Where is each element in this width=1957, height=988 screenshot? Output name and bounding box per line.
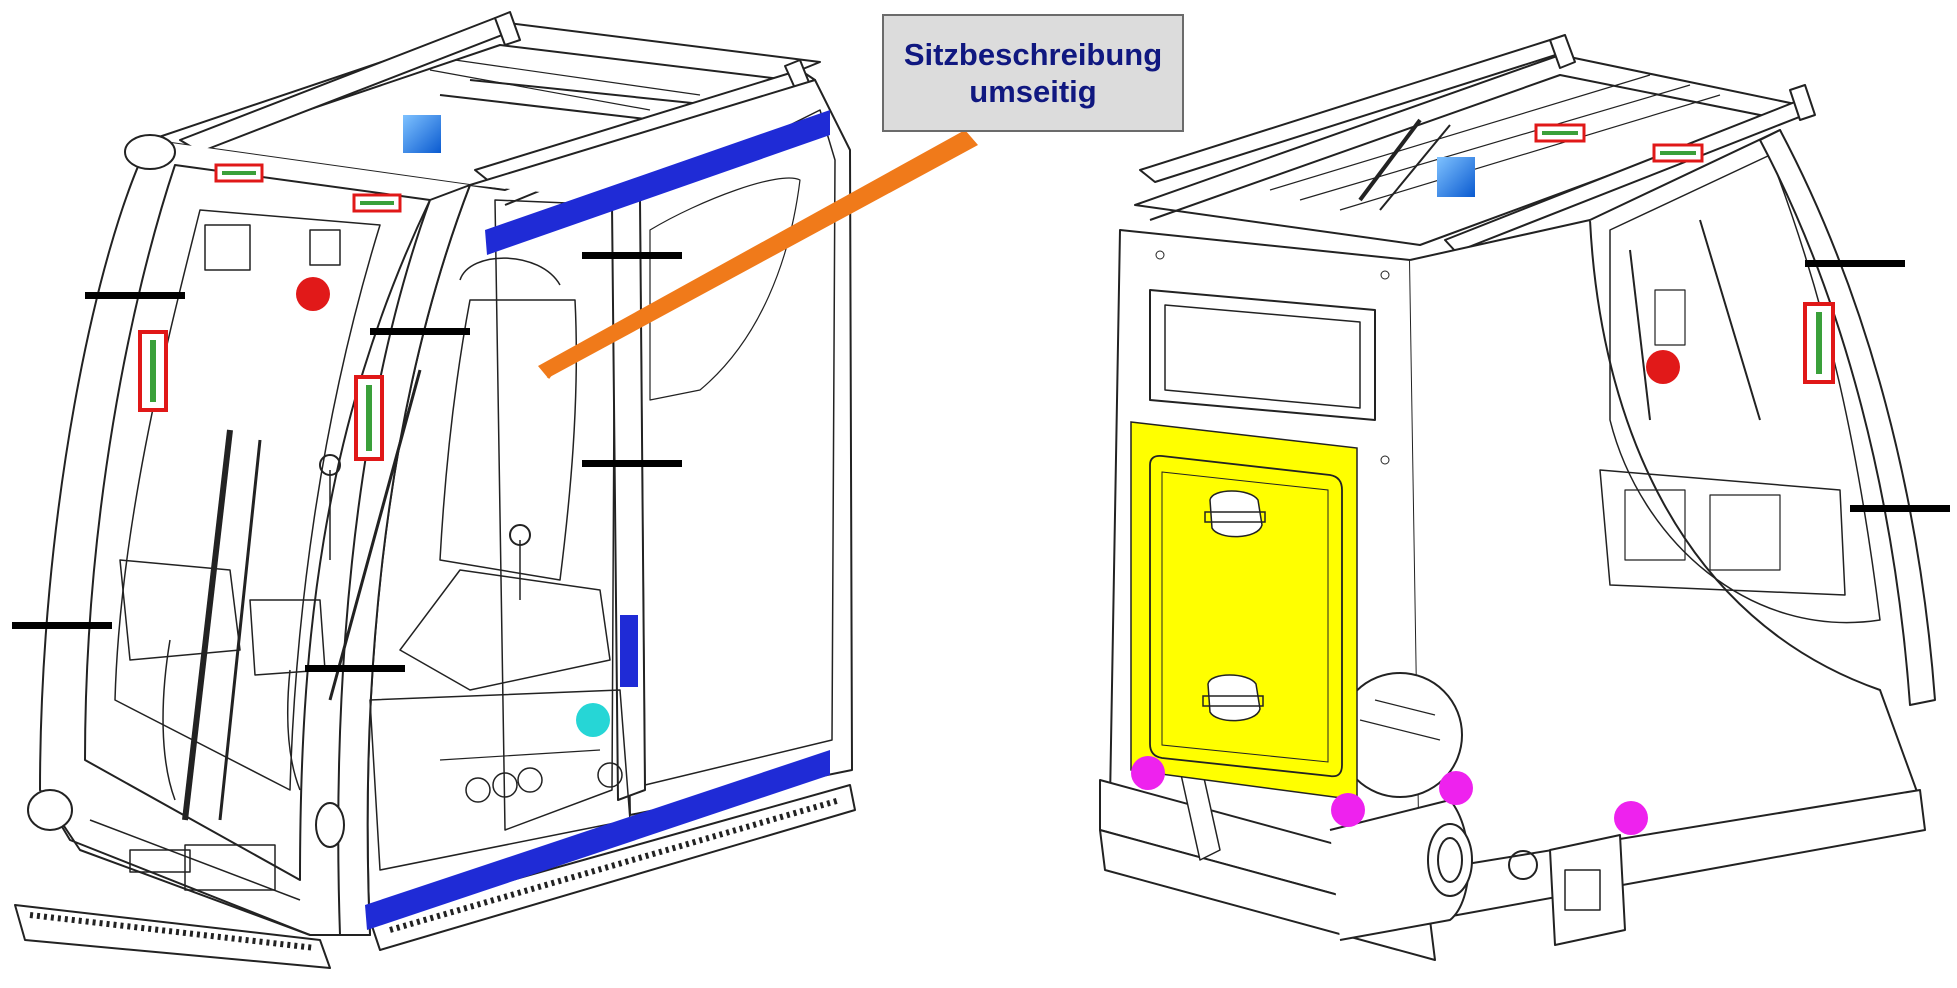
magenta-dot-marker (1331, 793, 1365, 827)
rear-panel-highlight (1130, 421, 1358, 801)
warning-label-horizontal (352, 193, 402, 213)
blue-strip-sill (365, 750, 830, 930)
red-dot-marker (1646, 350, 1680, 384)
magenta-dot-marker (1131, 756, 1165, 790)
label-line (1850, 505, 1950, 512)
warning-label-horizontal (1652, 143, 1704, 163)
label-line (85, 292, 185, 299)
warning-label-horizontal (1534, 123, 1586, 143)
cyan-dot-marker (576, 703, 610, 737)
magenta-dot-marker (1439, 771, 1473, 805)
warning-label-vertical (1803, 302, 1835, 384)
blue-square-marker (403, 115, 441, 153)
blue-strip-door-post (620, 615, 638, 687)
right-cab-highlights (1130, 123, 1950, 835)
red-dot-marker (296, 277, 330, 311)
warning-label-vertical (138, 330, 168, 412)
label-line (582, 460, 682, 467)
warning-label-vertical (354, 375, 384, 461)
label-line (12, 622, 112, 629)
label-line (582, 252, 682, 259)
blue-strip-roof-edge (485, 110, 830, 255)
seat-description-callout: Sitzbeschreibung umseitig (882, 14, 1184, 132)
pointer-arrow (538, 130, 978, 378)
label-line (305, 665, 405, 672)
label-line (1805, 260, 1905, 267)
label-line (370, 328, 470, 335)
callout-line-2: umseitig (969, 74, 1097, 109)
warning-label-horizontal (214, 163, 264, 183)
pointer-arrow-tip (546, 361, 562, 379)
left-cab-highlights (12, 110, 830, 930)
callout-line-1: Sitzbeschreibung (903, 37, 1163, 72)
magenta-dot-marker (1614, 801, 1648, 835)
blue-square-marker (1437, 157, 1475, 197)
